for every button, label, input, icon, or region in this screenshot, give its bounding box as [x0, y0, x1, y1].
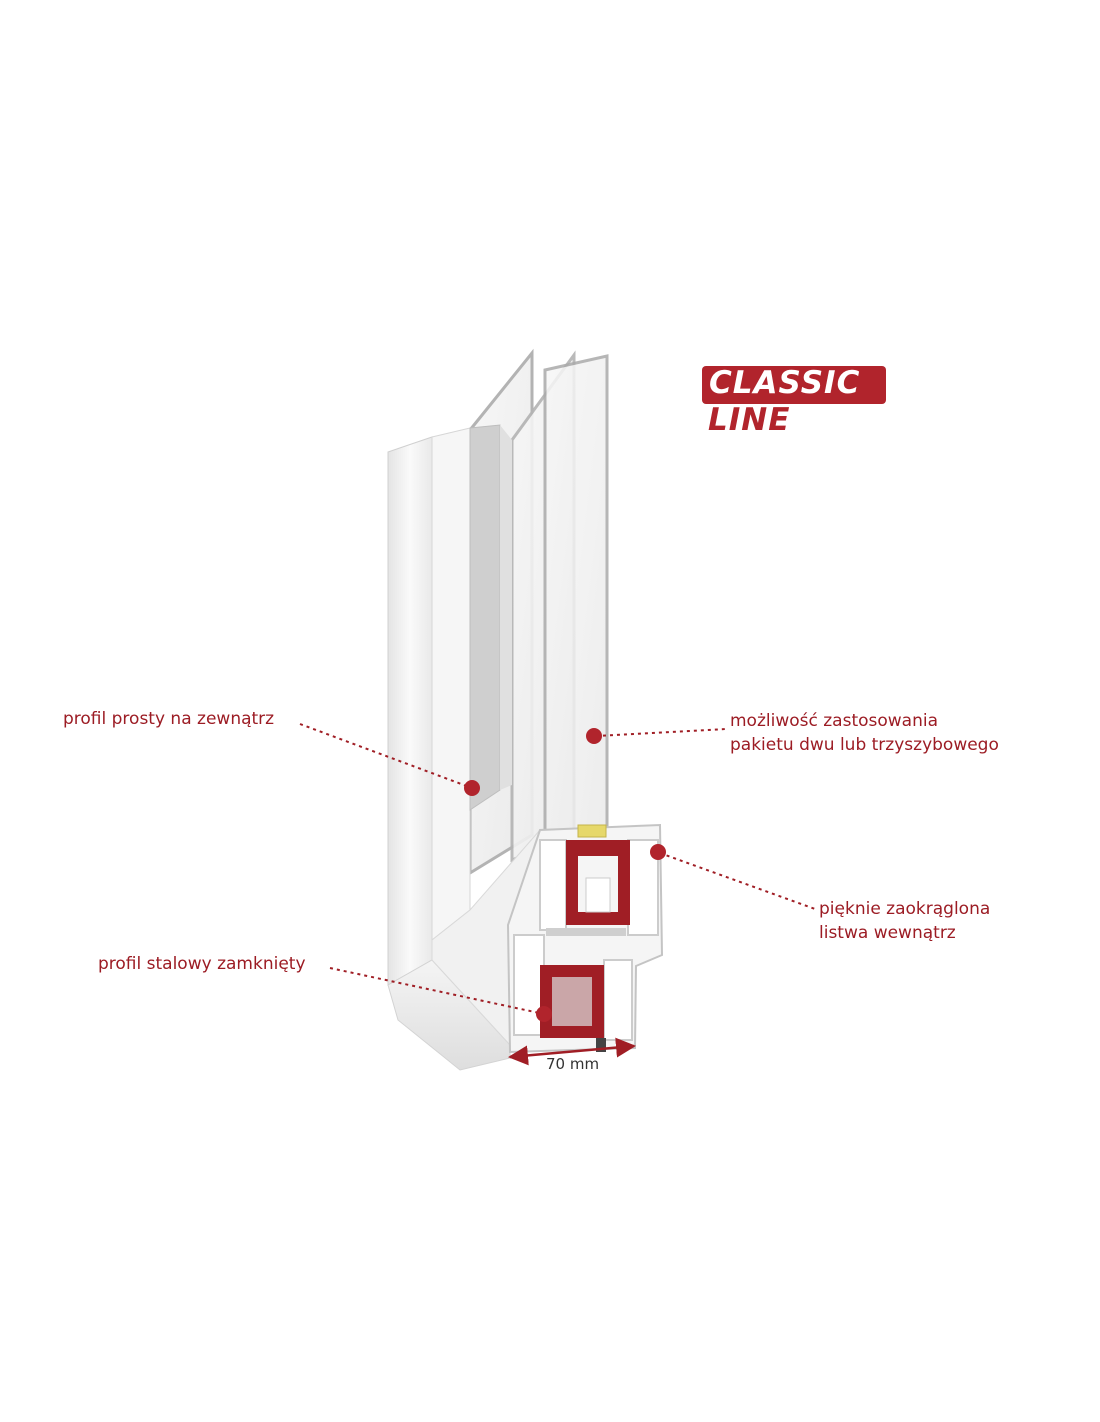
callout-dot-icon [586, 728, 602, 744]
logo-badge [702, 366, 886, 404]
callout-dot-icon [650, 844, 666, 860]
classic-line-logo: CLASSIC LINE [702, 364, 890, 442]
callout-markers [464, 728, 666, 1022]
callout-glazing-line1: możliwość zastosowania [730, 711, 939, 731]
callout-bead-line2: listwa wewnątrz [819, 923, 956, 943]
callout-glazing: możliwość zastosowania pakietu dwu lub t… [730, 709, 999, 757]
callout-outside-profile: profil prosty na zewnątrz [63, 709, 275, 729]
callout-dot-icon [536, 1006, 552, 1022]
callout-dot-icon [464, 780, 480, 796]
logo-word-line: LINE [708, 402, 791, 438]
callout-leaders [299, 723, 816, 1015]
callout-rounded-bead: pięknie zaokrąglona listwa wewnątrz [819, 897, 990, 945]
dimension-label: 70 mm [546, 1055, 600, 1073]
logo-word-classic: CLASSIC [709, 365, 861, 401]
callout-bead-line1: pięknie zaokrąglona [819, 899, 991, 919]
vertical-frame [387, 424, 512, 986]
profile-cross-section [506, 823, 664, 1054]
callout-steel-profile: profil stalowy zamknięty [98, 954, 306, 974]
double-arrow-icon [508, 1037, 636, 1066]
callout-glazing-line2: pakietu dwu lub trzyszybowego [730, 735, 999, 755]
glass-pane-inner [510, 350, 609, 863]
